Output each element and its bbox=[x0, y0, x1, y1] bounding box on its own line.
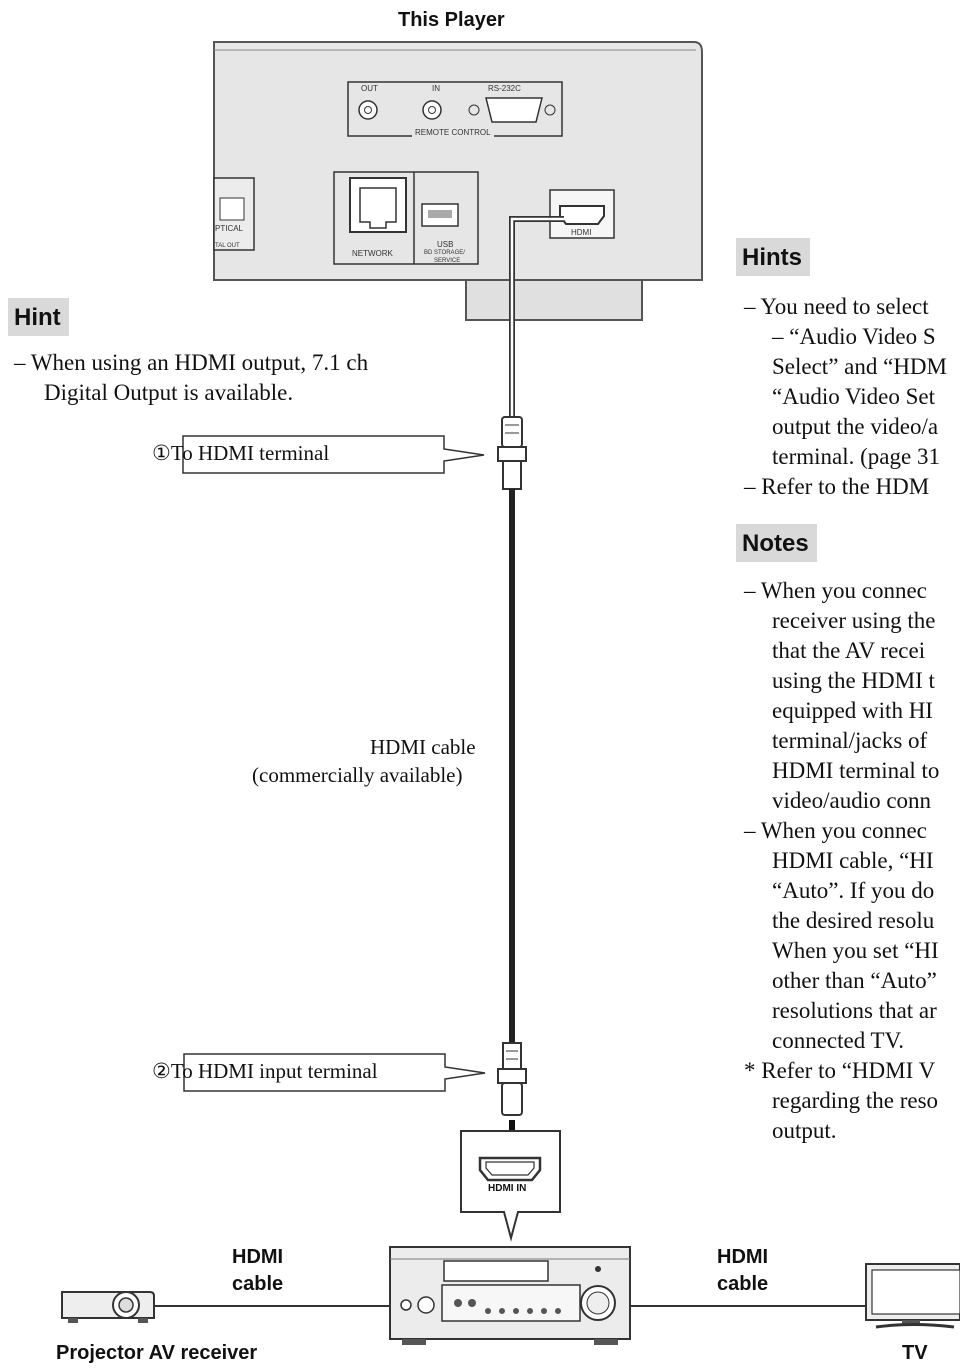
hint-heading: Hint bbox=[8, 298, 69, 336]
tv-icon bbox=[865, 1263, 960, 1329]
callout-box-1 bbox=[182, 435, 485, 474]
notes-heading: Notes bbox=[736, 524, 817, 562]
hints-heading: Hints bbox=[736, 238, 810, 276]
notes-line: regarding the reso bbox=[772, 1088, 939, 1113]
notes-line: resolutions that ar bbox=[772, 998, 937, 1023]
notes-line: output. bbox=[772, 1118, 837, 1143]
projector-av-receiver-label: Projector AV receiver bbox=[56, 1342, 258, 1364]
notes-line: receiver using the bbox=[772, 608, 936, 633]
hints-line: – “Audio Video S bbox=[772, 324, 936, 349]
notes-line: equipped with HI bbox=[772, 698, 933, 723]
notes-line: connected TV. bbox=[772, 1028, 905, 1053]
out-label: OUT bbox=[361, 84, 378, 93]
cable-label-line1: HDMI cable bbox=[370, 735, 476, 759]
callout-step1: ①To HDMI terminal bbox=[152, 441, 330, 465]
right-cable-label-1: HDMI bbox=[717, 1246, 769, 1268]
cable-connector-bottom-icon bbox=[497, 1042, 527, 1116]
notes-line: HDMI cable, “HI bbox=[772, 848, 934, 873]
cable-connector-top-icon bbox=[497, 416, 527, 490]
out-jack-icon bbox=[358, 100, 378, 120]
rs232c-label: RS-232C bbox=[488, 84, 521, 93]
right-column: Hints – You need to select – “Audio Video… bbox=[730, 238, 960, 1158]
notes-line: the desired resolu bbox=[772, 908, 935, 933]
hdmi-cable bbox=[497, 216, 564, 1148]
service-label: SERVICE bbox=[434, 258, 461, 264]
av-receiver-icon bbox=[389, 1246, 631, 1345]
notes-line: terminal/jacks of bbox=[772, 728, 928, 753]
network-label: NETWORK bbox=[350, 249, 395, 258]
right-cable-line bbox=[630, 1305, 870, 1307]
notes-line: other than “Auto” bbox=[772, 968, 937, 993]
notes-line: HDMI terminal to bbox=[772, 758, 940, 783]
bd-storage-label: BD STORAGE/ bbox=[424, 250, 465, 256]
notes-line: * Refer to “HDMI V bbox=[744, 1058, 936, 1083]
notes-line: – When you connec bbox=[744, 818, 927, 843]
notes-line: When you set “HI bbox=[772, 938, 939, 963]
hdmi-in-port-icon bbox=[478, 1156, 542, 1182]
tv-label: TV bbox=[902, 1342, 928, 1364]
notes-line: video/audio conn bbox=[772, 788, 932, 813]
right-cable-label-2: cable bbox=[717, 1273, 769, 1295]
notes-line: “Auto”. If you do bbox=[772, 878, 935, 903]
hints-line: terminal. (page 31 bbox=[772, 444, 940, 469]
left-cable-label-2: cable bbox=[232, 1273, 284, 1295]
network-port-icon bbox=[349, 177, 407, 233]
left-cable-line bbox=[150, 1305, 390, 1307]
hint-line-2: Digital Output is available. bbox=[44, 380, 294, 405]
hints-line: Select” and “HDM bbox=[772, 354, 947, 379]
usb-label: USB bbox=[437, 240, 454, 249]
hints-line: – You need to select bbox=[744, 294, 929, 319]
hints-line: – Refer to the HDM bbox=[744, 474, 930, 499]
in-jack-icon bbox=[422, 100, 442, 120]
left-cable-label-1: HDMI bbox=[232, 1246, 284, 1268]
hdmi-in-box bbox=[460, 1130, 561, 1242]
hint-line-1: – When using an HDMI output, 7.1 ch bbox=[14, 350, 369, 375]
notes-line: using the HDMI t bbox=[772, 668, 935, 693]
player-hdmi-label: HDMI bbox=[569, 228, 594, 237]
player-title: This Player bbox=[398, 9, 505, 31]
projector-icon bbox=[61, 1291, 155, 1323]
in-label: IN bbox=[432, 84, 440, 93]
hints-line: “Audio Video Set bbox=[772, 384, 936, 409]
optical-label: PTICAL bbox=[215, 224, 244, 233]
hdmi-in-label: HDMI IN bbox=[488, 1183, 527, 1194]
digital-out-label: TAL OUT bbox=[215, 243, 240, 249]
notes-line: – When you connec bbox=[744, 578, 927, 603]
callout-box-2 bbox=[183, 1053, 486, 1092]
remote-control-label: REMOTE CONTROL bbox=[412, 128, 494, 137]
notes-line: that the AV recei bbox=[772, 638, 926, 663]
cable-label-line2: (commercially available) bbox=[252, 763, 463, 787]
rs232c-port-icon bbox=[485, 97, 543, 123]
player-rear-panel bbox=[213, 41, 703, 321]
hints-line: output the video/a bbox=[772, 414, 939, 439]
callout-step2: ②To HDMI input terminal bbox=[152, 1059, 378, 1083]
